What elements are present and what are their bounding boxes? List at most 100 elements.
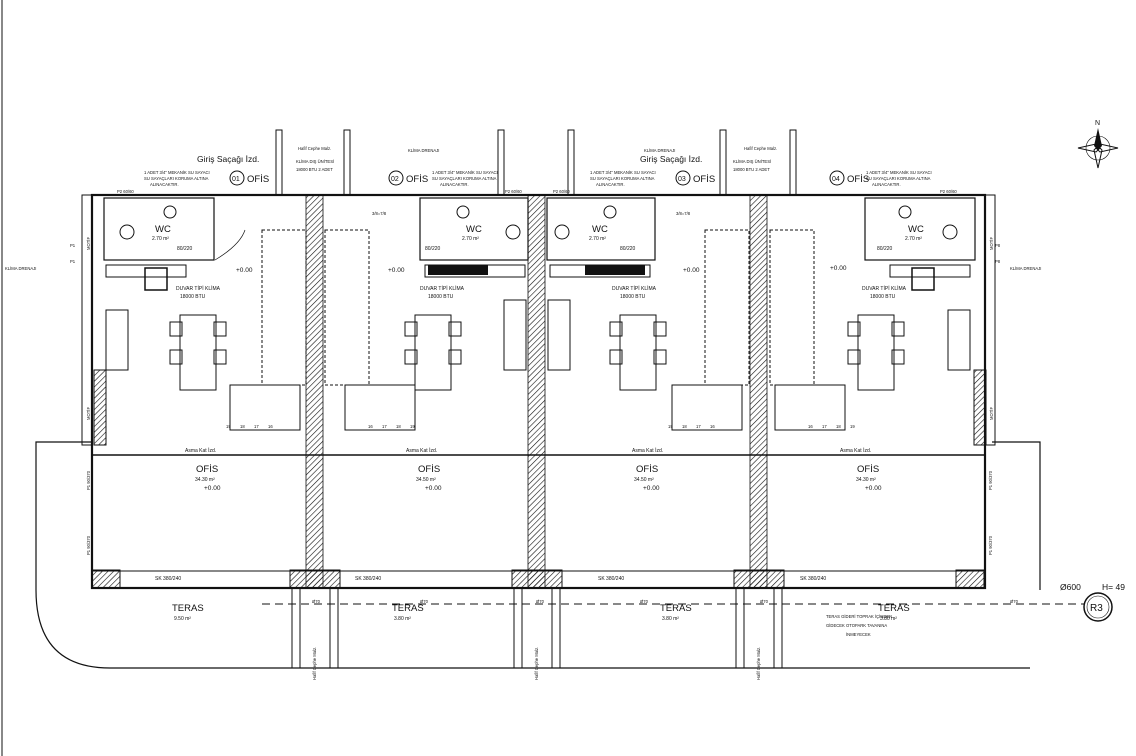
window-p1-right-1: P1 90/370 (988, 470, 993, 490)
facade-post-top (497, 129, 505, 196)
drain-pipe-label: Ø70 (312, 599, 321, 604)
unit-3 (546, 197, 750, 431)
chair (448, 349, 462, 365)
window-label-4: P2 60/60 (940, 189, 957, 194)
unit-2 (324, 197, 529, 431)
stair-step: 17 (382, 424, 387, 429)
end-bay-left (81, 194, 93, 446)
unit-tag-2: 02 OFİS (388, 170, 428, 186)
unit-title-3: OFİS (693, 174, 715, 185)
wc-sink (456, 205, 470, 219)
desk (857, 314, 895, 391)
sliding-door-3: SK 380/240 (598, 576, 624, 582)
column (733, 569, 785, 589)
wc-fixture (119, 224, 135, 240)
wc-fixture (554, 224, 570, 240)
meter-note-3c: ALINACAKTIR. (596, 182, 625, 187)
office-area-1: 34.30 m² (195, 477, 215, 483)
sink-counter (947, 309, 971, 371)
wc-fixture (505, 224, 521, 240)
office-area-2: 34.50 m² (416, 477, 436, 483)
stair (344, 384, 416, 431)
party-wall-1 (305, 194, 324, 589)
office-label-3: OFİS (636, 464, 658, 475)
stair-step: 19 (850, 424, 855, 429)
drain-pipe-label: Ø70 (1010, 599, 1019, 604)
column (91, 569, 121, 589)
chair (213, 349, 227, 365)
facade-post (329, 587, 339, 669)
north-label: N (1095, 120, 1100, 127)
stair-step: 17 (822, 424, 827, 429)
ac-drain-label-top-1: KLİMA DRENAJI (408, 148, 439, 153)
stair-step: 18 (682, 424, 687, 429)
mezzanine-label-2: Asma Kat İzd. (406, 447, 437, 454)
meter-note-3b: SU SAYAÇLARI KORUMA ALTINA (590, 176, 655, 181)
motif-label-4: MOTİF (989, 407, 994, 420)
end-bay-right (984, 194, 996, 446)
terrace-outline (35, 441, 1030, 669)
stair-step: 16 (268, 424, 273, 429)
meter-note-3a: 1 ADET 3/4" MEKANİK SU SAYACI (590, 170, 656, 175)
ac-outdoor-btu-1: 18000 BTU 2 ADET (296, 167, 333, 172)
sink-counter (105, 309, 129, 371)
facade-post (513, 587, 523, 669)
chair (653, 321, 667, 337)
door-swing (214, 229, 246, 261)
terrace-area-2: 3.80 m² (394, 616, 411, 622)
sink-counter (503, 299, 527, 371)
unit-title-2: OFİS (406, 174, 428, 185)
stair-upper (324, 229, 370, 386)
terrace-note-1: TERAS GİDERİ TOPRAK İÇİNDEN (826, 614, 892, 619)
unit-number-4: 04 (832, 176, 840, 183)
window-label-3: P2 60/60 (553, 189, 570, 194)
terrace-label-3: TERAS (660, 603, 692, 614)
sliding-door-4: SK 380/240 (800, 576, 826, 582)
wc-label-2: WC (466, 224, 482, 235)
unit-1 (103, 197, 307, 431)
wc-area-1: 2.70 m² (152, 236, 169, 242)
wc-label-3: WC (592, 224, 608, 235)
terrace-label-2: TERAS (392, 603, 424, 614)
facade-post (735, 587, 745, 669)
stair-step: 18 (396, 424, 401, 429)
ac-drain-label-top-2: KLİMA DRENAJI (644, 148, 675, 153)
facade-post-top (719, 129, 727, 196)
chair (891, 349, 905, 365)
wc-fixture (942, 224, 958, 240)
drain-pipe-label: Ø70 (760, 599, 769, 604)
window-p1-left-1: P1 90/370 (86, 470, 91, 490)
hob (144, 267, 168, 291)
facade-post (291, 587, 301, 669)
column (955, 569, 985, 589)
desk (179, 314, 217, 391)
light-facade-label-2: Hafif Cephe Malz. (744, 146, 777, 151)
ac-label-3: DUVAR TİPİ KLİMA (612, 285, 657, 292)
facade-post-top (275, 129, 283, 196)
sliding-door-1: SK 380/240 (155, 576, 181, 582)
meter-note-1c: ALINACAKTIR. (150, 182, 179, 187)
wc-door-3: 80/220 (620, 246, 636, 252)
unit-tag-1: 01 OFİS (229, 170, 269, 186)
meter-note-4c: ALINACAKTIR. (872, 182, 901, 187)
north-arrow-icon: N (1077, 120, 1119, 169)
ac-btu-2: 18000 BTU (428, 294, 454, 300)
ac-drain-right: KLİMA DRENAJI (1010, 266, 1041, 271)
chair (891, 321, 905, 337)
wc-area-3: 2.70 m² (589, 236, 606, 242)
kitchen-counter (105, 264, 187, 278)
wc-door-1: 80/220 (177, 246, 193, 252)
unit-number-3: 03 (678, 176, 686, 183)
column (511, 569, 563, 589)
hob (428, 265, 488, 275)
facade-post (773, 587, 783, 669)
light-facade-vertical-3: Hafif Cephe Malz. (756, 647, 761, 680)
drain-pipe-label: Ø70 (536, 599, 545, 604)
chair (448, 321, 462, 337)
ac-btu-1: 18000 BTU (180, 294, 206, 300)
drain-pipe-label: Ø70 (420, 599, 429, 604)
stair-step: 16 (368, 424, 373, 429)
wc-room (546, 197, 656, 261)
desk (619, 314, 657, 391)
